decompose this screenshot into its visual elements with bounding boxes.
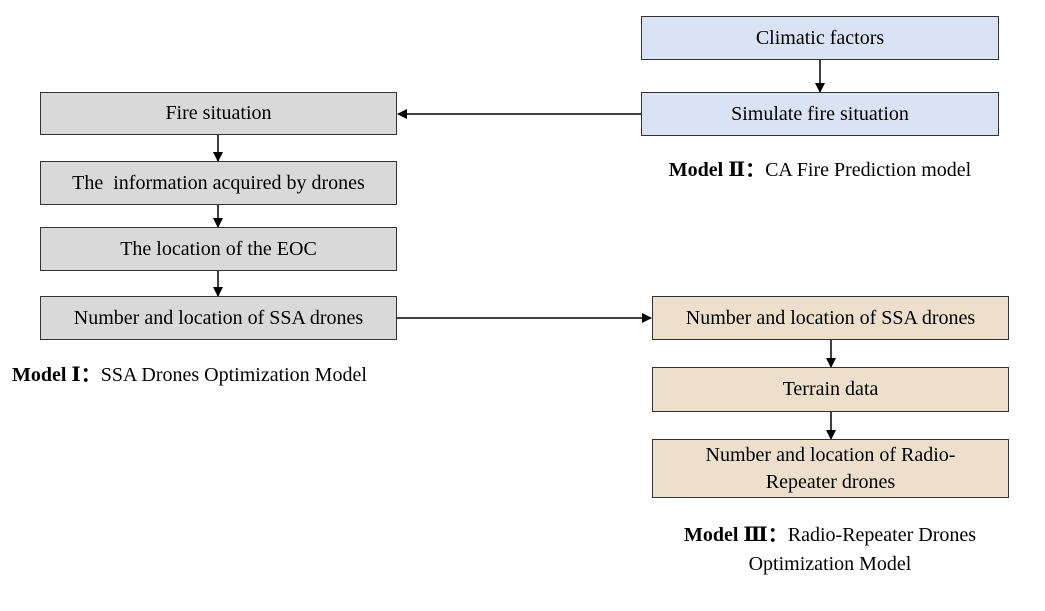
fire-situation-label: Fire situation bbox=[165, 102, 272, 124]
model3-caption-bold: Model Ⅲ： bbox=[683, 524, 788, 546]
climatic-factors-label: Climatic factors bbox=[755, 26, 885, 49]
ssa-drones-label: Number and location of SSA drones bbox=[73, 306, 364, 329]
terrain-data-box: Terrain data bbox=[652, 367, 1009, 412]
model2-caption-bold: Model Ⅱ： bbox=[668, 159, 766, 181]
climatic-factors-box: Climatic factors bbox=[641, 16, 999, 60]
model3-caption-line1: Model Ⅲ：Radio-Repeater Drones bbox=[650, 521, 1010, 550]
radio-repeater-box: Number and location of Radio- Repeater d… bbox=[652, 439, 1009, 498]
fire-situation-box: Fire situation bbox=[40, 92, 397, 135]
model3-caption-line1-text: Radio-Repeater Drones bbox=[787, 524, 977, 546]
model2-caption-text: CA Fire Prediction model bbox=[765, 159, 972, 181]
eoc-location-box: The location of the EOC bbox=[40, 227, 397, 271]
radio-repeater-label: Number and location of Radio- Repeater d… bbox=[705, 443, 956, 493]
eoc-location-label: The location of the EOC bbox=[120, 237, 317, 260]
model2-caption: Model Ⅱ：CA Fire Prediction model bbox=[630, 156, 1010, 185]
model3-ssa-drones-box: Number and location of SSA drones bbox=[652, 296, 1009, 340]
model3-ssa-drones-label: Number and location of SSA drones bbox=[685, 306, 976, 329]
model3-caption: Model Ⅲ：Radio-Repeater Drones Optimizati… bbox=[650, 521, 1010, 579]
model1-caption: Model Ⅰ：SSA Drones Optimization Model bbox=[12, 361, 367, 390]
simulate-fire-box: Simulate fire situation bbox=[641, 92, 999, 136]
model3-caption-line2: Optimization Model bbox=[748, 553, 912, 575]
drone-information-box: The information acquired by drones bbox=[40, 161, 397, 205]
terrain-data-label: Terrain data bbox=[782, 378, 879, 400]
simulate-fire-label: Simulate fire situation bbox=[731, 102, 909, 125]
ssa-drones-box: Number and location of SSA drones bbox=[40, 296, 397, 340]
model1-caption-bold: Model Ⅰ： bbox=[12, 364, 101, 386]
drone-information-label: The information acquired by drones bbox=[72, 171, 365, 194]
model1-caption-text: SSA Drones Optimization Model bbox=[100, 364, 367, 386]
